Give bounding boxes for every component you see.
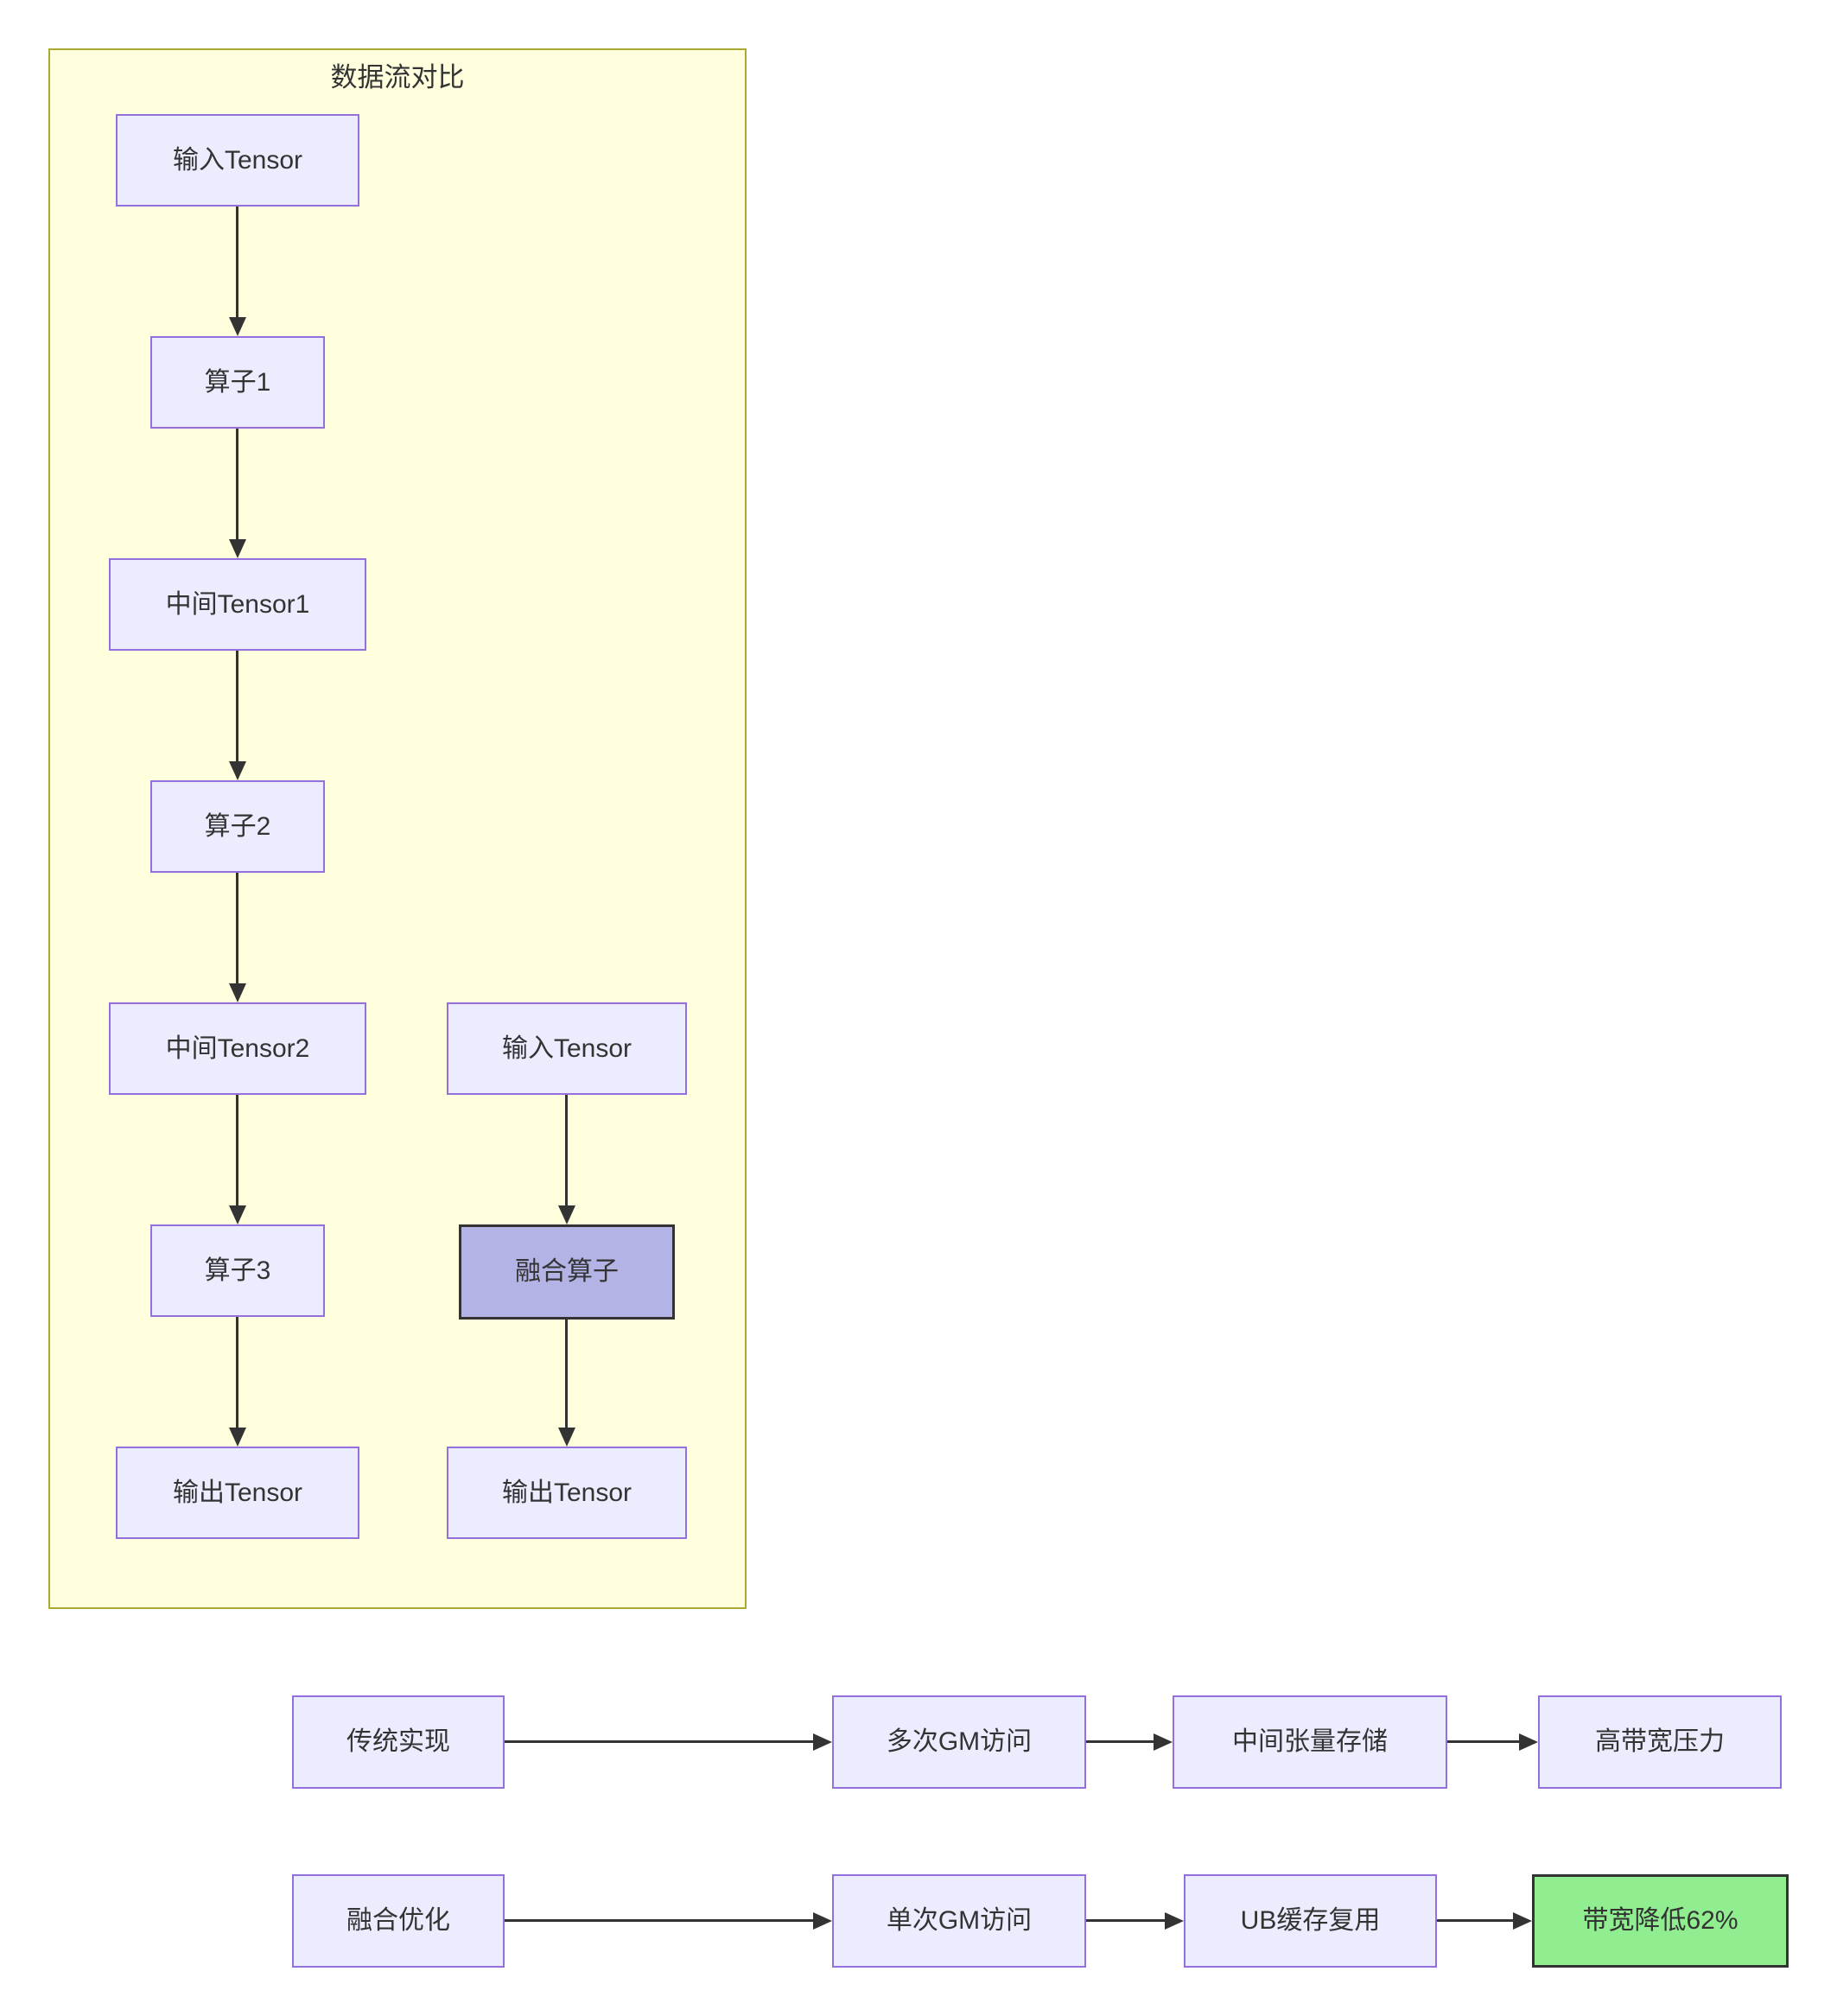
arrow-down-icon (558, 1205, 575, 1224)
arrow-down-icon (229, 1205, 246, 1224)
node-operator1: 算子1 (150, 336, 325, 429)
edge-storage-to-pressure (1447, 1740, 1519, 1743)
node-high-bandwidth-pressure: 高带宽压力 (1538, 1695, 1782, 1789)
arrow-down-icon (229, 983, 246, 1002)
node-bandwidth-reduced-62: 带宽降低62% (1532, 1874, 1789, 1968)
edge-mid2-to-op3 (236, 1095, 238, 1205)
arrow-down-icon (229, 539, 246, 558)
arrow-right-icon (1513, 1912, 1532, 1930)
edge-input-to-op1 (236, 207, 238, 317)
edge-mid1-to-op2 (236, 651, 238, 761)
node-fusion-optimization: 融合优化 (292, 1874, 505, 1968)
edge-op3-to-output (236, 1317, 238, 1428)
node-output-tensor-right: 输出Tensor (447, 1447, 687, 1539)
edge-fused-to-output (565, 1320, 568, 1428)
edge-op1-to-mid1 (236, 429, 238, 539)
arrow-down-icon (229, 317, 246, 336)
subgraph-title: 数据流对比 (330, 62, 465, 92)
edge-input-to-fused (565, 1095, 568, 1205)
arrow-down-icon (229, 1428, 246, 1447)
node-single-gm-access: 单次GM访问 (832, 1874, 1086, 1968)
edge-multigm-to-storage (1086, 1740, 1154, 1743)
arrow-right-icon (813, 1733, 832, 1751)
node-mid-tensor2: 中间Tensor2 (109, 1002, 366, 1095)
node-operator3: 算子3 (150, 1224, 325, 1317)
edge-fusion-to-singlegm (505, 1919, 813, 1922)
node-mid-tensor-storage: 中间张量存储 (1173, 1695, 1447, 1789)
edge-op2-to-mid2 (236, 873, 238, 983)
node-input-tensor-right: 输入Tensor (447, 1002, 687, 1095)
arrow-right-icon (1165, 1912, 1184, 1930)
node-ub-cache-reuse: UB缓存复用 (1184, 1874, 1437, 1968)
arrow-down-icon (558, 1428, 575, 1447)
node-fused-operator: 融合算子 (459, 1224, 675, 1320)
arrow-down-icon (229, 761, 246, 780)
arrow-right-icon (1519, 1733, 1538, 1751)
node-traditional-impl: 传统实现 (292, 1695, 505, 1789)
arrow-right-icon (813, 1912, 832, 1930)
arrow-right-icon (1154, 1733, 1173, 1751)
edge-ubreuse-to-result (1437, 1919, 1513, 1922)
edge-trad-to-multigm (505, 1740, 813, 1743)
node-mid-tensor1: 中间Tensor1 (109, 558, 366, 651)
node-output-tensor-left: 输出Tensor (116, 1447, 359, 1539)
node-input-tensor-left: 输入Tensor (116, 114, 359, 207)
edge-singlegm-to-ubreuse (1086, 1919, 1165, 1922)
node-multi-gm-access: 多次GM访问 (832, 1695, 1086, 1789)
node-operator2: 算子2 (150, 780, 325, 873)
